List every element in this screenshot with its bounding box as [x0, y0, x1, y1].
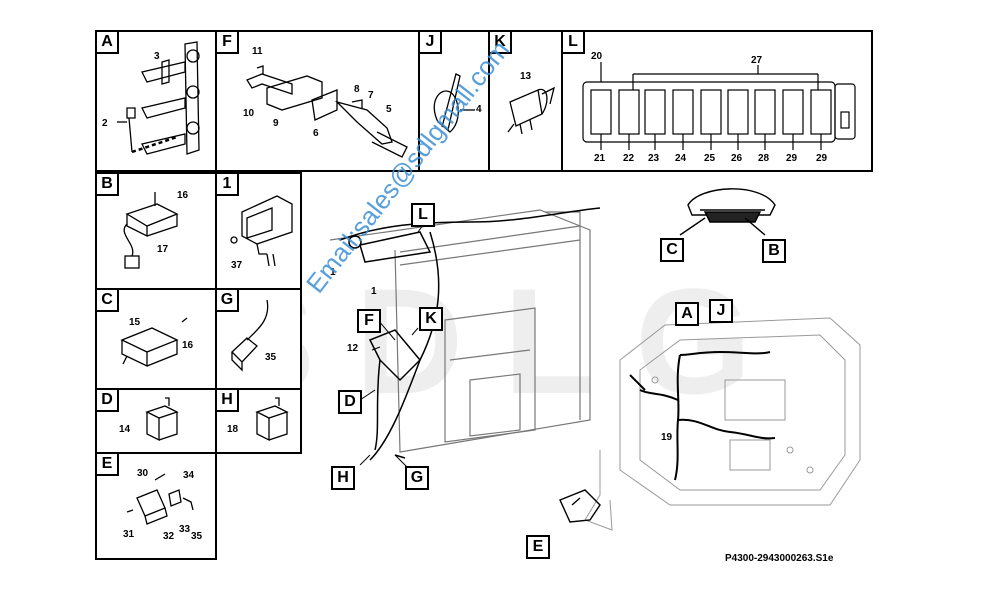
- panel-1: 1 37: [215, 172, 302, 290]
- callout-27: 27: [751, 55, 763, 66]
- cab-tag-k: K: [419, 307, 443, 331]
- panel-f-tag: F: [217, 32, 239, 54]
- callout-8: 8: [354, 84, 360, 95]
- callout-5: 5: [386, 104, 392, 115]
- cab-tag-g: G: [405, 466, 429, 490]
- reference-number: P4300-2943000263.S1e: [725, 553, 834, 564]
- panel-j-tag: J: [420, 32, 442, 54]
- callout-25: 25: [704, 153, 716, 164]
- callout-33: 33: [179, 524, 191, 535]
- module-drawing: [120, 317, 188, 368]
- callout-2: 2: [102, 118, 108, 129]
- floor-tag-j: J: [709, 299, 733, 323]
- callout-31: 31: [123, 529, 135, 540]
- callout-14: 14: [119, 424, 131, 435]
- panel-k: K 13: [488, 30, 563, 172]
- callout-16-c: 16: [182, 340, 194, 351]
- dash-tag-b: B: [762, 239, 786, 263]
- callout-13: 13: [520, 71, 532, 82]
- callout-26: 26: [731, 153, 743, 164]
- callout-7: 7: [368, 90, 374, 101]
- panel-b-tag: B: [97, 174, 119, 196]
- cab-tag-h: H: [331, 466, 355, 490]
- bracket-assembly-drawing: [246, 65, 408, 158]
- callout-23: 23: [648, 153, 660, 164]
- panel-l-tag: L: [563, 32, 585, 54]
- callout-11: 11: [252, 46, 263, 57]
- callout-3: 3: [154, 51, 160, 62]
- cab-tag-f: F: [357, 309, 381, 333]
- brand-watermark: SDLG: [215, 257, 792, 425]
- panel-e-tag: E: [97, 454, 119, 476]
- panel-1-tag: 1: [217, 174, 239, 196]
- callout-29b: 29: [816, 153, 828, 164]
- callout-30: 30: [137, 468, 149, 479]
- callout-10: 10: [243, 108, 255, 119]
- cab-callout-12: 12: [347, 343, 359, 354]
- panel-h-tag: H: [217, 390, 239, 412]
- callout-15: 15: [129, 317, 141, 328]
- callout-20: 20: [591, 51, 603, 62]
- panel-g-tag: G: [217, 290, 239, 312]
- panel-d: D 14: [95, 388, 217, 454]
- panel-h: H 18: [215, 388, 302, 454]
- panel-d-tag: D: [97, 390, 119, 412]
- floor-callout-19: 19: [661, 432, 673, 443]
- panel-e: E 30 34 31 32 33 35: [95, 452, 217, 560]
- bracket-drawing: [117, 41, 200, 155]
- callout-18: 18: [227, 424, 239, 435]
- callout-32: 32: [163, 531, 175, 542]
- relay-d-drawing: [145, 397, 179, 442]
- callout-28: 28: [758, 153, 770, 164]
- switch-drawing: [507, 86, 555, 135]
- callout-29a: 29: [786, 153, 798, 164]
- cab-tag-l: L: [411, 203, 435, 227]
- panel-k-tag: K: [490, 32, 512, 54]
- callout-24: 24: [675, 153, 687, 164]
- dash-tag-c: C: [660, 238, 684, 262]
- panel-b: B 16 17: [95, 172, 217, 290]
- work-light-drawing: [230, 195, 293, 267]
- switch-bracket-drawing: [126, 473, 194, 525]
- callout-37: 37: [231, 260, 243, 271]
- callout-35-e: 35: [191, 531, 203, 542]
- panel-g: G 35: [215, 288, 302, 390]
- panel-c-tag: C: [97, 290, 119, 312]
- lever-tag-e: E: [526, 535, 550, 559]
- relay-drawing: [123, 192, 179, 269]
- callout-35: 35: [265, 352, 277, 363]
- floor-tag-a: A: [675, 302, 699, 326]
- panel-j: J 4: [418, 30, 490, 172]
- switch-panel-drawing: [582, 62, 856, 150]
- cab-tag-d: D: [338, 390, 362, 414]
- callout-34: 34: [183, 470, 195, 481]
- panel-a-tag: A: [97, 32, 119, 54]
- callout-9: 9: [273, 118, 279, 129]
- panel-f: F 11 10 9 8 7 6 5: [215, 30, 420, 172]
- callout-4: 4: [476, 104, 482, 115]
- callout-6: 6: [313, 128, 319, 139]
- cab-callout-1a: 1: [330, 267, 336, 278]
- cable-tie-drawing: [433, 73, 475, 133]
- panel-a: A 3 2: [95, 30, 217, 172]
- callout-22: 22: [623, 153, 635, 164]
- callout-16: 16: [177, 190, 189, 201]
- relay-h-drawing: [255, 397, 289, 442]
- callout-21: 21: [594, 153, 606, 164]
- cab-callout-1b: 1: [371, 286, 377, 297]
- panel-l: L 20 27 21 22 23 24 25 26 28 29 29: [561, 30, 873, 172]
- callout-17: 17: [157, 244, 169, 255]
- sensor-drawing: [231, 299, 269, 372]
